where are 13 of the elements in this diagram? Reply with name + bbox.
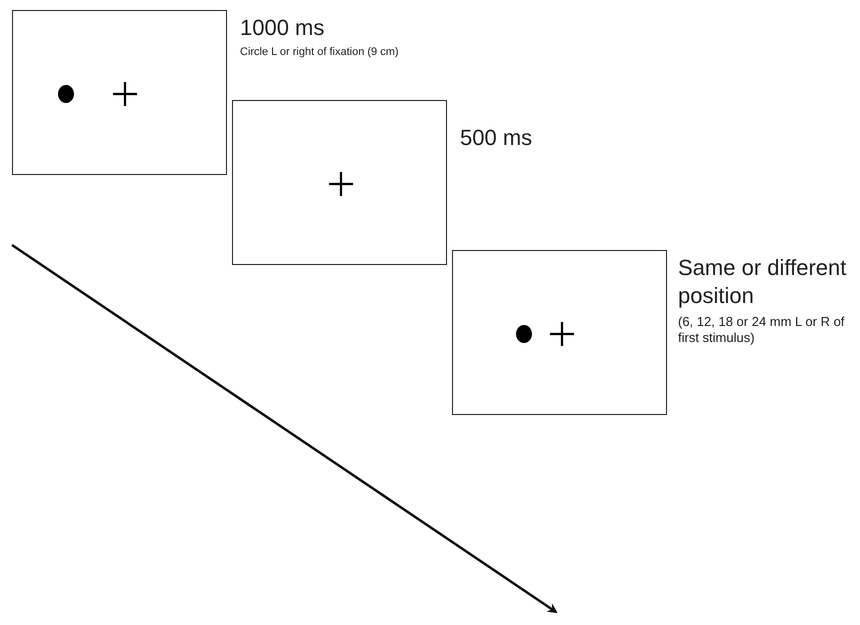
screen-description: (6, 12, 18 or 24 mm L or R of first stimulus)	[678, 314, 846, 346]
screen-description: Circle L or right of fixation (9 cm)	[240, 46, 399, 60]
fixation-cross-icon	[550, 322, 574, 346]
fixation-cross-icon	[113, 82, 137, 106]
display-screen	[232, 100, 447, 265]
screen-caption: Same or different position	[678, 254, 848, 309]
screen-caption: 500 ms	[460, 124, 532, 152]
fixation-cross-icon	[329, 172, 353, 196]
display-screen	[12, 10, 227, 175]
dot-stimulus-icon	[516, 325, 532, 343]
dot-stimulus-icon	[58, 85, 74, 103]
screen-caption: 1000 ms	[240, 14, 324, 42]
display-screen	[452, 250, 667, 415]
